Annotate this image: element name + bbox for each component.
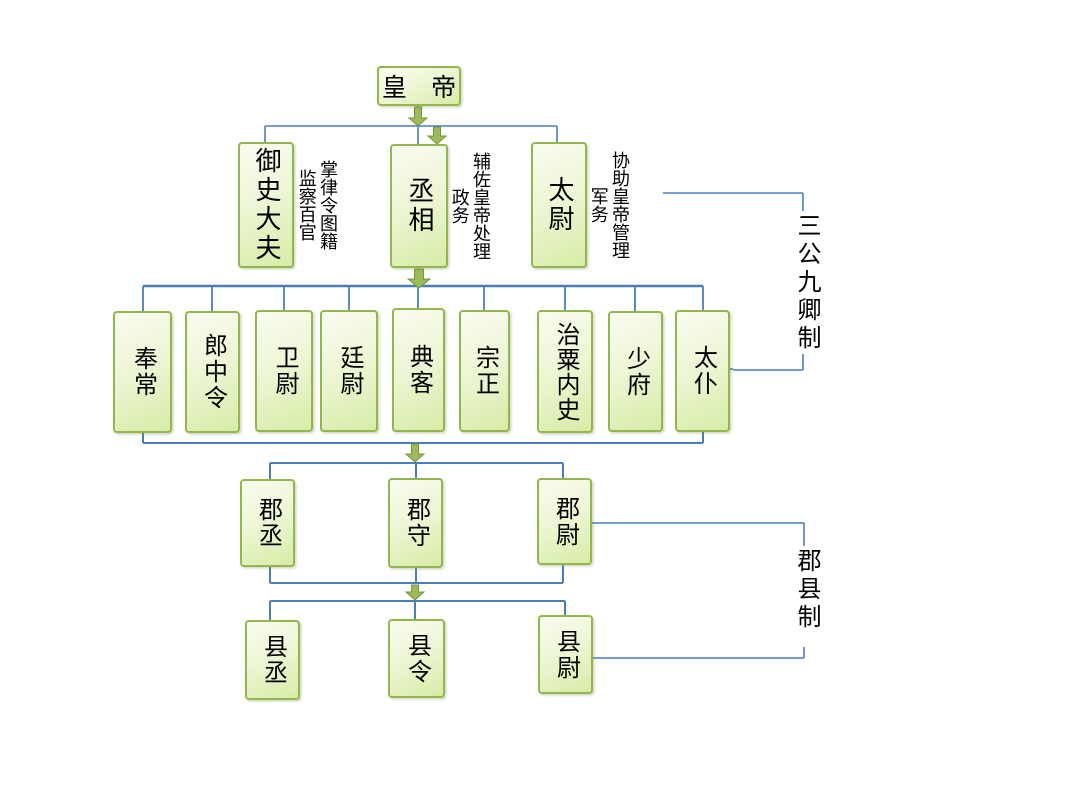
box-label: 奉常 (129, 346, 156, 398)
box-label: 郎中令 (199, 333, 226, 411)
ministers-stubs (142, 286, 704, 311)
box-label: 郡尉 (551, 495, 578, 548)
box-weiwei: 卫尉 (255, 310, 313, 432)
box-tingwei: 廷尉 (320, 310, 378, 432)
bracket-junxian (592, 522, 805, 659)
box-label: 宗正 (471, 345, 498, 397)
down-arrow-icon (404, 584, 426, 601)
annotation-chengxiang: 辅佐皇帝处理 政务 (449, 152, 491, 260)
box-langzhongling: 郎中令 (185, 311, 240, 433)
down-arrow-icon (406, 268, 432, 289)
box-fengchang: 奉常 (113, 311, 172, 433)
emperor-connectors (264, 106, 558, 144)
box-zhisuneishi: 治粟内史 (537, 310, 593, 433)
box-yushidafu: 御史大夫 (238, 142, 294, 268)
box-label: 太尉 (545, 176, 574, 234)
down-arrow-icon (404, 443, 426, 463)
label-sangongjiuqing: 三公九卿制 (793, 213, 819, 353)
box-label: 皇 帝 (381, 75, 466, 102)
box-chengxiang: 丞相 (390, 144, 448, 268)
box-shaofu: 少府 (608, 311, 663, 432)
box-xianling: 县令 (388, 619, 445, 698)
box-juncheng: 郡丞 (240, 479, 295, 567)
box-junshou: 郡守 (388, 478, 443, 568)
box-zongzheng: 宗正 (459, 310, 510, 432)
flow-arrows (404, 106, 448, 601)
box-label: 典客 (405, 344, 432, 396)
box-xianwei: 县尉 (538, 615, 593, 694)
ministers-bottom-rail (142, 432, 704, 444)
box-label: 县丞 (259, 634, 286, 686)
box-label: 太仆 (689, 345, 716, 397)
box-label: 御史大夫 (252, 147, 281, 263)
annotation-taiwei: 协助皇帝管理 军务 (588, 151, 630, 259)
box-junwei: 郡尉 (537, 478, 592, 565)
down-arrow-icon (407, 106, 429, 127)
box-label: 卫尉 (271, 345, 297, 397)
box-label: 少府 (622, 345, 649, 398)
annotation-yushidafu: 掌律令图籍 监察百官 (296, 160, 338, 250)
box-taiwei: 太尉 (531, 142, 587, 268)
box-taipu: 太仆 (675, 310, 730, 432)
box-label: 治粟内史 (552, 321, 578, 422)
down-arrow-icon (426, 126, 448, 145)
box-label: 丞相 (405, 177, 434, 235)
box-label: 郡守 (402, 497, 429, 549)
box-label: 县尉 (552, 628, 579, 681)
box-xiancheng: 县丞 (245, 620, 300, 700)
box-dianke: 典客 (392, 308, 445, 432)
box-huangdi: 皇 帝 (377, 66, 461, 106)
box-label: 郡丞 (254, 497, 281, 549)
box-label: 县令 (403, 632, 430, 685)
jun-rails (269, 462, 564, 584)
label-junxianzhi: 郡县制 (793, 548, 819, 632)
box-label: 廷尉 (336, 345, 362, 397)
bracket-sangong (663, 192, 804, 371)
xian-rails (269, 600, 566, 620)
